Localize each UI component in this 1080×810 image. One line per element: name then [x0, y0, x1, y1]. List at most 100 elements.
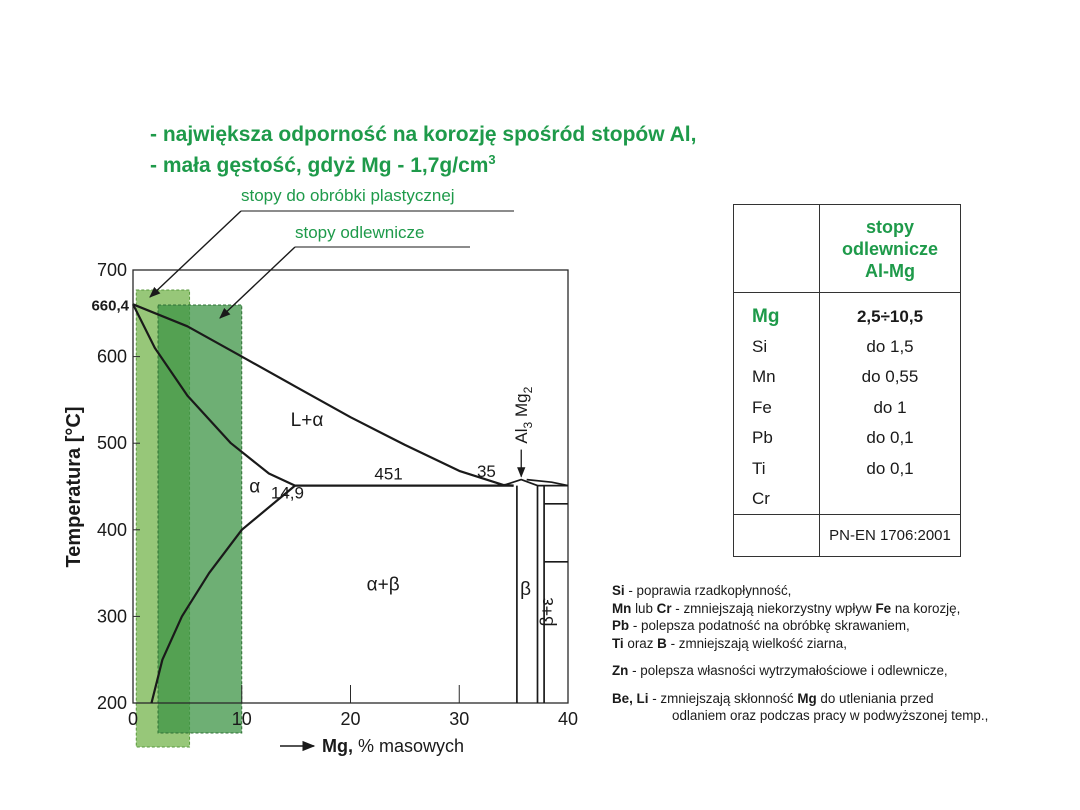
note-element: Be, Li [612, 690, 649, 706]
callout-cast-arrow [219, 246, 296, 319]
note-ti-b: Ti oraz B - zmniejszają wielkość ziarna, [612, 635, 1080, 653]
note-element: Mg [797, 690, 817, 706]
compound-label-part: 3 [521, 421, 535, 428]
region-label: L+α [291, 410, 324, 431]
callout-cast-label: stopy odlewnicze [295, 223, 425, 242]
region-label: α [249, 477, 260, 498]
note-text: - zmniejszają wielkość ziarna, [666, 635, 847, 651]
y-tick-label: 700 [97, 260, 127, 280]
table-element: Fe [734, 392, 820, 424]
note-text: - zmniejszają skłonność [648, 690, 798, 706]
table-element: Mg [734, 292, 820, 332]
x-tick-label: 0 [128, 709, 138, 729]
phase-line-solidus [132, 303, 296, 487]
table-header-text: stopy odlewnicze Al-Mg [841, 216, 939, 281]
region-label: β [520, 579, 531, 600]
note-si: Si - poprawia rzadkopłynność, [612, 582, 1080, 600]
value-annotation: 14,9 [271, 484, 304, 503]
table-element: Si [734, 331, 820, 363]
value-annotation: 35 [477, 462, 496, 481]
phase-line-right_arc [526, 478, 569, 487]
region-label: α+β [367, 574, 400, 595]
note-be-li-cont: odlaniem oraz podczas pracy w podwyższon… [672, 708, 989, 723]
header-superscript: 3 [488, 152, 496, 167]
melting-point-label: 660,4 [91, 297, 129, 314]
y-tick-label: 300 [97, 606, 127, 626]
x-tick-label: 20 [340, 709, 360, 729]
alloying-notes: Si - poprawia rzadkopłynność, Mn lub Cr … [612, 582, 1080, 725]
note-element: Mn [612, 600, 632, 616]
note-text: - polepsza własności wytrzymałościowe i … [628, 663, 948, 678]
table-row: Ti do 0,1 [734, 453, 960, 484]
table-header-cell: stopy odlewnicze Al-Mg [819, 205, 960, 294]
table-row: Si do 1,5 [734, 331, 960, 363]
x-axis-title-bold: Mg, [322, 736, 353, 756]
note-element: Pb [612, 618, 630, 633]
phase-line-solvus [150, 484, 296, 704]
x-tick-label: 30 [449, 709, 469, 729]
x-axis-title: Mg, % masowych [322, 736, 464, 756]
callout-wrought-label: stopy do obróbki plastycznej [241, 186, 455, 205]
note-element: Si [612, 583, 625, 598]
phase-line-liquidus [132, 303, 514, 487]
note-text: na korozję, [891, 600, 961, 616]
note-text: - zmniejszają niekorzystny wpływ [671, 600, 876, 616]
y-tick-label: 600 [97, 347, 127, 367]
note-pb: Pb - polepsza podatność na obróbkę skraw… [612, 617, 1080, 635]
y-tick-label: 400 [97, 520, 127, 540]
note-element: Cr [656, 600, 672, 616]
composition-grid: stopy odlewnicze Al-Mg Mg 2,5÷10,5 Si do… [734, 205, 960, 556]
table-value: do 0,55 [861, 367, 919, 387]
value-annotation: 451 [374, 465, 402, 484]
note-mn-cr: Mn lub Cr - zmniejszają niekorzystny wpł… [612, 600, 1080, 618]
header: - największa odporność na korozję spośró… [150, 122, 696, 178]
table-footer-empty [734, 514, 820, 556]
note-text: - polepsza podatność na obróbkę skrawani… [629, 618, 910, 633]
compound-label-part: 2 [521, 386, 535, 393]
table-value [820, 484, 961, 515]
note-element: Fe [875, 600, 892, 616]
table-header-row: stopy odlewnicze Al-Mg [734, 205, 960, 294]
callout-wrought-arrow [149, 210, 242, 298]
compound-label-part: Al [512, 428, 531, 443]
table-row: Cr [734, 483, 961, 515]
note-element: B [657, 635, 667, 651]
note-element: Ti [612, 635, 624, 651]
table-element: Cr [734, 483, 820, 515]
note-element: Zn [612, 663, 629, 678]
composition-table: stopy odlewnicze Al-Mg Mg 2,5÷10,5 Si do… [733, 204, 961, 557]
note-zn: Zn - polepsza własności wytrzymałościowe… [612, 662, 1080, 680]
x-tick-label: 10 [232, 709, 252, 729]
table-element: Mn [734, 362, 820, 393]
table-footer-standard: PN-EN 1706:2001 [819, 514, 960, 556]
y-tick-label: 200 [97, 693, 127, 713]
table-footer-row: PN-EN 1706:2001 [734, 514, 960, 556]
table-header-empty [734, 205, 820, 294]
note-text: oraz [623, 635, 658, 651]
phase-line-beta_dome [502, 478, 538, 487]
note-text: lub [631, 600, 657, 616]
table-row: Fe do 1 [734, 392, 960, 424]
y-axis-title: Temperatura [°C] [63, 407, 85, 568]
y-tick-label: 500 [97, 433, 127, 453]
table-element: Pb [734, 423, 820, 454]
table-value: do 0,1 [866, 458, 914, 478]
table-row: Mg 2,5÷10,5 [734, 292, 960, 332]
header-line-2-text: - mała gęstość, gdyż Mg - 1,7g/cm [150, 154, 489, 177]
x-tick-label: 40 [558, 709, 578, 729]
compound-label-part: Mg [512, 393, 531, 421]
header-line-1: - największa odporność na korozję spośró… [150, 123, 697, 146]
table-value: do 0,1 [866, 428, 914, 448]
region-label: β+ε [537, 598, 557, 627]
compound-label: Al3 Mg2 [512, 386, 535, 443]
table-row: Mn do 0,55 [734, 362, 960, 393]
header-line-2: - mała gęstość, gdyż Mg - 1,7g/cm3 [150, 147, 696, 178]
x-axis-title-rest: % masowych [353, 736, 464, 756]
table-value: 2,5÷10,5 [856, 306, 924, 326]
table-value: do 1 [873, 397, 907, 417]
note-text: do utleniania przed [816, 690, 934, 706]
table-element: Ti [734, 453, 820, 484]
note-be-li: Be, Li - zmniejszają skłonność Mg do utl… [612, 690, 1080, 708]
cast-alloys-band [157, 304, 243, 734]
